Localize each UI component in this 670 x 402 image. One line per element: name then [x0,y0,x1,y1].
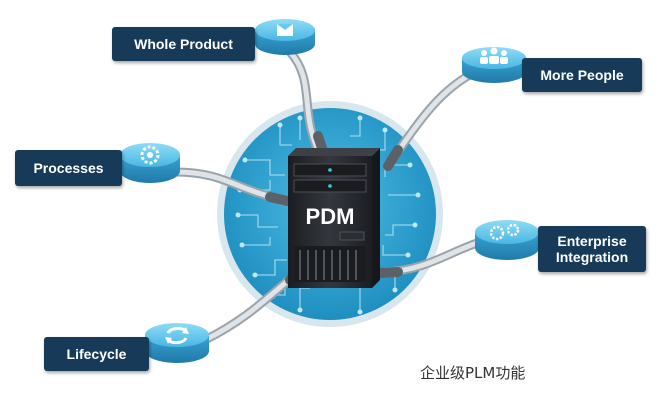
pdm-server [288,148,380,288]
puck-lifecycle [145,323,209,363]
cables [170,47,492,345]
cycle-arrows-icon [165,326,189,345]
gears-icon [489,223,520,241]
box-icon [277,24,293,36]
node-label-more-people: More People [522,58,642,92]
hub-label: PDM [306,204,355,229]
people-icon [480,47,508,64]
node-label-processes: Processes [15,150,122,186]
node-label-whole-product: Whole Product [112,27,255,61]
node-label-enterprise-integration: Enterprise Integration [538,226,646,272]
caption: 企业级PLM功能 [420,364,526,382]
gear-icon [140,145,160,165]
puck-enterprise-integration [475,220,539,260]
node-label-lifecycle: Lifecycle [44,337,149,371]
